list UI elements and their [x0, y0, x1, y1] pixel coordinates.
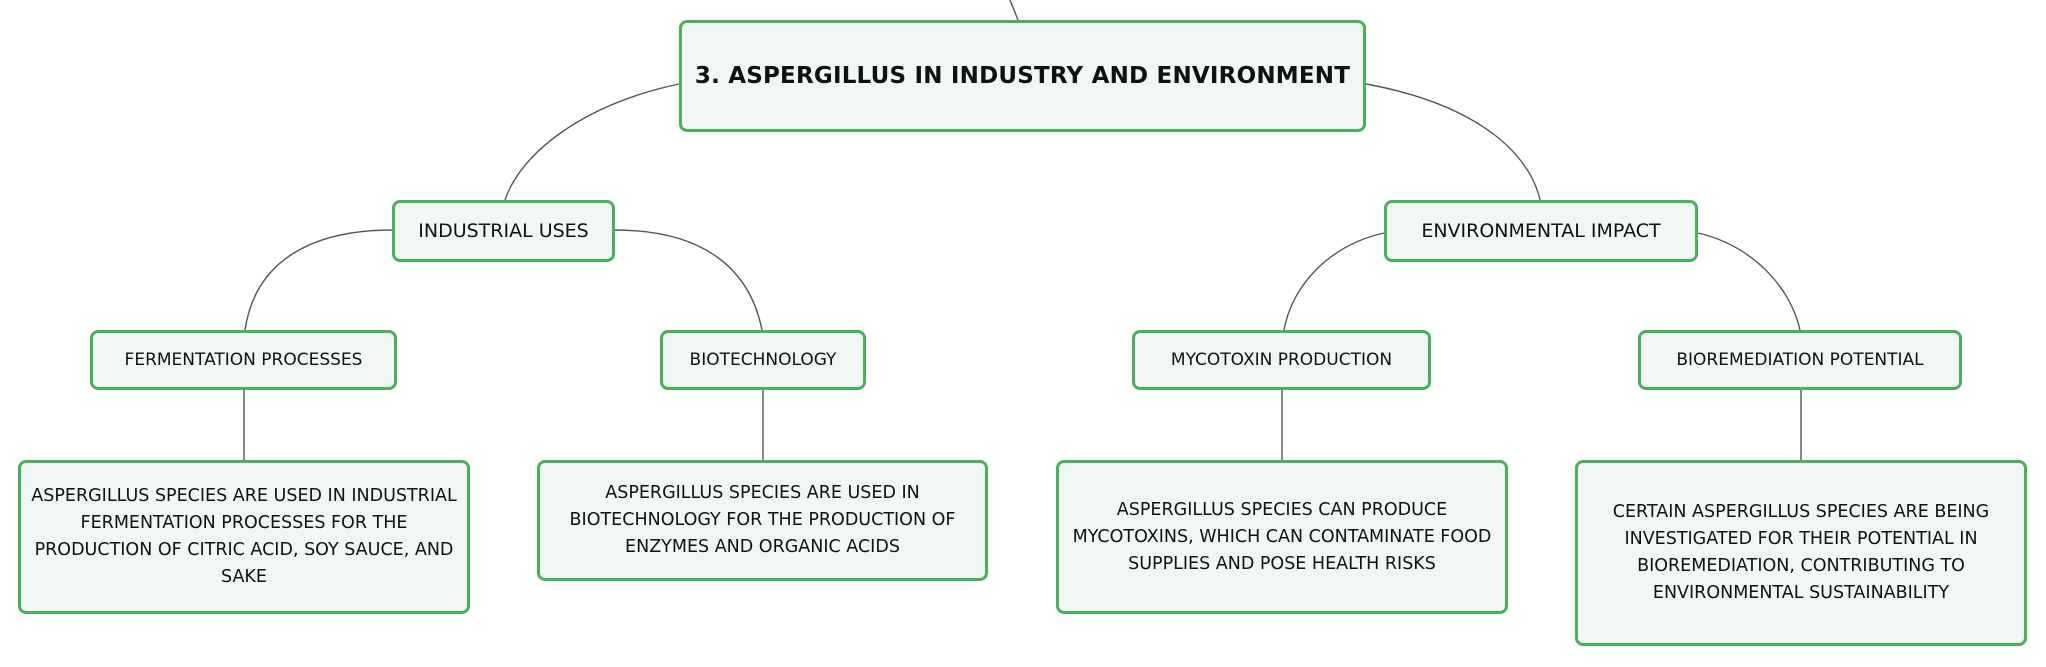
detail-mycotoxin-production-node[interactable]: Aspergillus species can produce mycotoxi… — [1056, 460, 1508, 614]
detail-biotechnology-node[interactable]: Aspergillus species are used in biotechn… — [537, 460, 988, 581]
connector-industrial-biotechnology — [614, 229, 763, 331]
branch-industrial-uses-label: Industrial Uses — [418, 220, 589, 242]
branch-environmental-impact-label: Environmental Impact — [1421, 220, 1661, 242]
connector-root-industrial — [504, 83, 680, 201]
topic-fermentation-processes-label: Fermentation Processes — [124, 350, 363, 370]
topic-biotechnology-node[interactable]: Biotechnology — [660, 330, 866, 390]
detail-bioremediation-potential-node[interactable]: Certain Aspergillus species are being in… — [1575, 460, 2027, 646]
detail-fermentation-processes-node[interactable]: Aspergillus species are used in industri… — [18, 460, 470, 614]
topic-mycotoxin-production-label: Mycotoxin Production — [1170, 350, 1393, 370]
branch-industrial-uses-node[interactable]: Industrial Uses — [392, 200, 615, 262]
detail-bioremediation-potential-text: Certain Aspergillus species are being in… — [1612, 502, 1990, 603]
connector-root-environment — [1365, 83, 1541, 201]
topic-bioremediation-potential-node[interactable]: Bioremediation Potential — [1638, 330, 1962, 390]
branch-environmental-impact-node[interactable]: Environmental Impact — [1384, 200, 1698, 262]
topic-bioremediation-potential-label: Bioremediation Potential — [1676, 350, 1924, 370]
topic-fermentation-processes-node[interactable]: Fermentation Processes — [90, 330, 397, 390]
connector-environment-bioremediation — [1697, 232, 1801, 331]
connector-environment-mycotoxin — [1283, 232, 1385, 331]
topic-mycotoxin-production-node[interactable]: Mycotoxin Production — [1132, 330, 1431, 390]
detail-biotechnology-text: Aspergillus species are used in biotechn… — [569, 483, 956, 557]
topic-biotechnology-label: Biotechnology — [689, 350, 837, 370]
root-topic-label: 3. Aspergillus in Industry and Environme… — [694, 63, 1351, 89]
detail-mycotoxin-production-text: Aspergillus species can produce mycotoxi… — [1072, 499, 1492, 574]
root-topic-node[interactable]: 3. Aspergillus in Industry and Environme… — [679, 20, 1366, 132]
detail-fermentation-processes-text: Aspergillus species are used in industri… — [31, 486, 457, 587]
connector-root-parent — [1009, 0, 1019, 21]
connector-industrial-fermentation — [244, 229, 393, 331]
